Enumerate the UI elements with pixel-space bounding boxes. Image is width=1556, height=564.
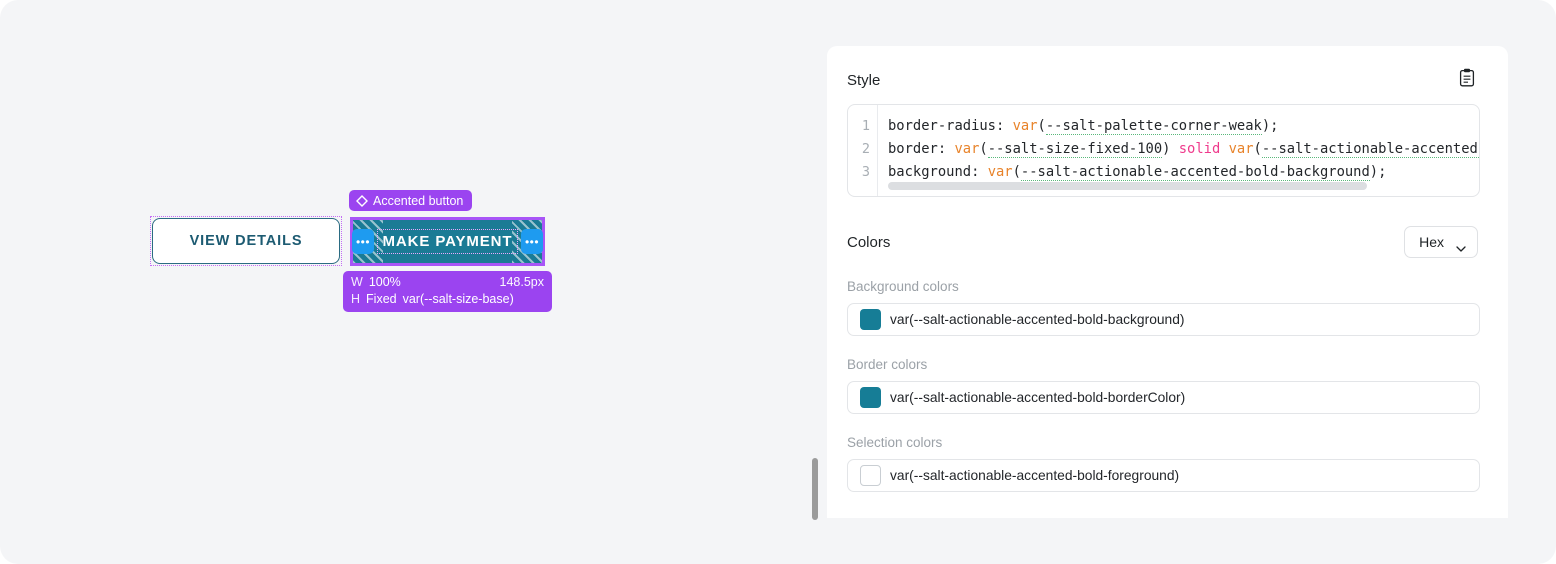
code-token: var [1012,118,1038,134]
color-format-value: Hex [1419,234,1444,250]
code-token: border-radius: [888,118,1013,134]
width-value-label: 148.5px [499,275,544,289]
size-badge: W 100% 148.5px H Fixed var(--salt-size-b… [343,271,552,312]
chevron-down-icon [1456,239,1466,252]
padding-handle-right[interactable]: ••• [521,229,543,254]
color-group-label: Background colors [847,279,959,294]
code-token: var [1228,141,1254,157]
view-details-button[interactable]: VIEW DETAILS [152,218,340,264]
padding-handle-right-dots: ••• [524,234,540,249]
code-token: border: [888,141,955,157]
color-token-value: var(--salt-actionable-accented-bold-fore… [890,468,1180,483]
color-row[interactable]: var(--salt-actionable-accented-bold-bord… [847,381,1480,414]
code-token: ); [1261,118,1279,134]
colors-section-header: Colors Hex [847,226,1480,258]
color-groups: Background colors var(--salt-actionable-a… [847,279,1480,492]
copy-to-clipboard-button[interactable] [1456,68,1478,92]
color-swatch[interactable] [860,465,881,486]
code-token: ( [1253,141,1262,157]
code-token [1220,141,1228,157]
color-row[interactable]: var(--salt-actionable-accented-bold-fore… [847,459,1480,492]
code-token: --salt-palette-corner-weak [1045,118,1262,135]
padding-handle-left-dots: ••• [355,234,371,249]
code-token: --salt-actionable-accented-bold-backgrou… [1020,164,1370,181]
selection-outline [350,217,545,266]
code-token: ); [1369,164,1387,180]
code-line-number: 2 [861,141,870,157]
design-canvas[interactable]: Accented button VIEW DETAILS MAKE PAYMEN… [0,0,800,564]
color-swatch[interactable] [860,309,881,330]
color-group-label: Border colors [847,357,928,372]
color-token-value: var(--salt-actionable-accented-bold-back… [890,312,1185,327]
style-section-header: Style [847,68,1480,92]
view-details-label: VIEW DETAILS [189,233,303,249]
code-horizontal-scrollbar[interactable] [888,182,1367,190]
colors-section-title: Colors [847,233,891,251]
code-token: var [987,164,1013,180]
code-token: --salt-actionable-accented-bold-borderCo… [1261,141,1479,158]
code-token: var [954,141,980,157]
code-token: ( [1037,118,1046,134]
code-line: background: var(--salt-actionable-accent… [888,161,1479,184]
height-axis-label: H [351,292,361,306]
color-token-value: var(--salt-actionable-accented-bold-bord… [890,390,1186,405]
height-mode-label: Fixed [366,292,397,306]
color-format-select[interactable]: Hex [1404,226,1478,258]
code-content[interactable]: border-radius: var(--salt-palette-corner… [879,105,1479,196]
component-name-badge[interactable]: Accented button [349,190,473,211]
size-badge-width-row: W 100% 148.5px [351,274,544,291]
code-gutter: 1 2 3 [848,105,878,196]
make-payment-button[interactable]: MAKE PAYMENT ••• ••• [350,217,545,266]
code-token: solid [1178,141,1221,157]
code-line: border-radius: var(--salt-palette-corner… [888,115,1479,138]
code-line: border: var(--salt-size-fixed-100) solid… [888,138,1479,161]
color-group-label: Selection colors [847,435,943,450]
clipboard-icon [1459,68,1475,92]
width-mode-label: 100% [368,275,401,289]
size-badge-height-row: H Fixed var(--salt-size-base) [351,291,544,308]
color-swatch[interactable] [860,387,881,408]
width-axis-label: W [351,275,363,289]
make-payment-surface[interactable]: MAKE PAYMENT [353,220,542,263]
make-payment-label: MAKE PAYMENT [376,229,519,254]
inspector-scrollbar[interactable] [812,458,818,520]
code-token: --salt-size-fixed-100 [987,141,1163,158]
code-token: ) [1162,141,1179,157]
diamond-icon [356,194,368,207]
code-token: ( [979,141,988,157]
code-line-number: 1 [861,118,870,134]
code-token: ( [1012,164,1021,180]
padding-handle-left[interactable]: ••• [352,229,374,254]
code-token: background: [888,164,988,180]
color-row[interactable]: var(--salt-actionable-accented-bold-back… [847,303,1480,336]
component-name-label: Accented button [373,193,464,208]
code-line-number: 3 [861,164,870,180]
style-section-title: Style [847,71,881,89]
height-value-label: var(--salt-size-base) [402,292,514,306]
